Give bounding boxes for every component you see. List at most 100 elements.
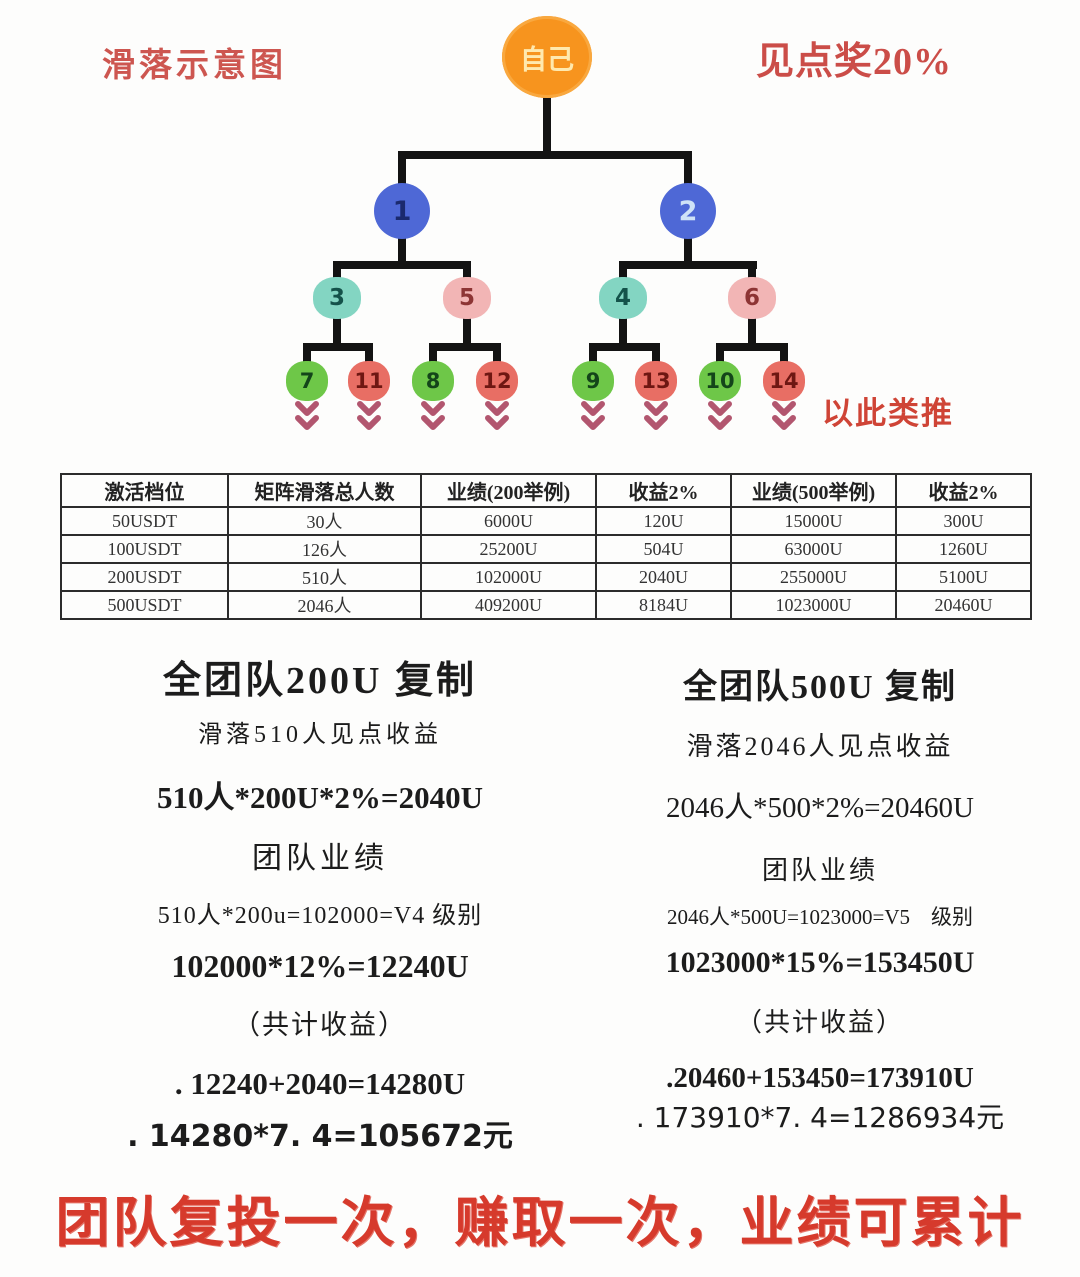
table-cell: 25200U	[420, 534, 597, 564]
table-cell: 2046人	[227, 590, 422, 620]
table-cell: 63000U	[730, 534, 897, 564]
tree-connector	[748, 318, 756, 348]
tree-connector	[589, 343, 660, 351]
tree-connector	[398, 151, 406, 187]
tree-connector	[652, 343, 660, 365]
left-rmb-calc: . 14280*7. 4=105672元	[127, 1119, 513, 1154]
table-cell: 102000U	[420, 562, 597, 592]
tree-node-4: 4	[599, 277, 647, 319]
tree-connector	[589, 343, 597, 365]
table-cell: 200USDT	[60, 562, 229, 592]
tree-connector	[684, 151, 692, 187]
tree-connector	[463, 318, 471, 348]
right-total-calc: .20460+153450=173910U	[666, 1062, 974, 1094]
tree-connector	[684, 237, 692, 265]
left-section-heading: 团队业绩	[252, 842, 388, 875]
column-header: 矩阵滑落总人数	[227, 473, 422, 508]
table-cell: 126人	[227, 534, 422, 564]
tree-connector	[365, 343, 373, 365]
table-cell: 1260U	[895, 534, 1032, 564]
left-total-calc: . 12240+2040=14280U	[174, 1066, 466, 1101]
right-bonus-calc: 2046人*500*2%=20460U	[666, 792, 974, 824]
tree-connector	[429, 343, 437, 365]
right-level-line: 2046人*500U=1023000=V5 级别	[666, 905, 974, 929]
tree-connector	[333, 318, 341, 348]
bonus-rate-title: 见点奖20%	[756, 41, 953, 83]
tier-table: 激活档位矩阵滑落总人数业绩(200举例)收益2%业绩(500举例)收益2% 50…	[60, 473, 1032, 620]
right-rmb-calc: . 173910*7. 4=1286934元	[635, 1101, 1005, 1134]
double-down-chevron-icon	[707, 400, 733, 436]
table-cell: 409200U	[420, 590, 597, 620]
right-total-label: （共计收益）	[735, 1008, 904, 1037]
column-header: 业绩(500举例)	[730, 473, 897, 508]
tree-connector	[429, 343, 501, 351]
tree-node-1: 1	[374, 183, 430, 239]
table-cell: 300U	[895, 506, 1032, 536]
tree-node-14: 14	[763, 361, 805, 401]
double-down-chevron-icon	[294, 400, 320, 436]
double-down-chevron-icon	[771, 400, 797, 436]
left-bonus-calc: 510人*200U*2%=2040U	[157, 780, 483, 815]
tree-node-5: 5	[443, 277, 491, 319]
tree-connector	[619, 261, 757, 269]
table-cell: 120U	[595, 506, 732, 536]
tree-connector	[493, 343, 501, 365]
tree-node-12: 12	[476, 361, 518, 401]
table-cell: 255000U	[730, 562, 897, 592]
left-total-label: （共计收益）	[233, 1010, 407, 1040]
tree-connector	[398, 237, 406, 265]
table-cell: 50USDT	[60, 506, 229, 536]
right-plan-subtitle: 滑落2046人见点收益	[686, 732, 954, 761]
left-plan-title: 全团队200U 复制	[163, 660, 477, 702]
column-header: 收益2%	[895, 473, 1032, 508]
tree-connector	[780, 343, 788, 365]
tree-node-9: 9	[572, 361, 614, 401]
tree-connector	[333, 261, 471, 269]
tree-connector	[619, 261, 627, 281]
right-section-heading: 团队业绩	[761, 856, 878, 885]
tier-table-head-row: 激活档位矩阵滑落总人数业绩(200举例)收益2%业绩(500举例)收益2%	[60, 473, 1032, 508]
tree-node-10: 10	[699, 361, 741, 401]
double-down-chevron-icon	[484, 400, 510, 436]
table-cell: 30人	[227, 506, 422, 536]
table-cell: 20460U	[895, 590, 1032, 620]
tree-node-11: 11	[348, 361, 390, 401]
double-down-chevron-icon	[643, 400, 669, 436]
table-cell: 2040U	[595, 562, 732, 592]
tree-connector	[748, 261, 756, 281]
table-cell: 8184U	[595, 590, 732, 620]
tree-node-self: 自己	[502, 16, 592, 98]
table-cell: 510人	[227, 562, 422, 592]
tree-connector	[619, 318, 627, 348]
double-down-chevron-icon	[356, 400, 382, 436]
tree-connector	[543, 95, 551, 155]
table-cell: 6000U	[420, 506, 597, 536]
double-down-chevron-icon	[580, 400, 606, 436]
tree-connector	[463, 261, 471, 281]
tree-node-7: 7	[286, 361, 328, 401]
table-cell: 100USDT	[60, 534, 229, 564]
table-cell: 500USDT	[60, 590, 229, 620]
tree-connector	[303, 343, 373, 351]
table-cell: 5100U	[895, 562, 1032, 592]
etc-note: 以此类推	[822, 396, 954, 431]
tree-node-3: 3	[313, 277, 361, 319]
tree-node-2: 2	[660, 183, 716, 239]
right-performance-calc: 1023000*15%=153450U	[665, 946, 975, 979]
left-level-line: 510人*200u=102000=V4 级别	[157, 903, 483, 929]
tree-connector	[716, 343, 788, 351]
column-header: 收益2%	[595, 473, 732, 508]
bottom-slogan: 团队复投一次，赚取一次，业绩可累计	[55, 1191, 1025, 1254]
table-cell: 504U	[595, 534, 732, 564]
tree-node-6: 6	[728, 277, 776, 319]
tree-connector	[333, 261, 341, 281]
tree-node-13: 13	[635, 361, 677, 401]
left-performance-calc: 102000*12%=12240U	[171, 948, 469, 984]
table-cell: 15000U	[730, 506, 897, 536]
column-header: 激活档位	[60, 473, 229, 508]
